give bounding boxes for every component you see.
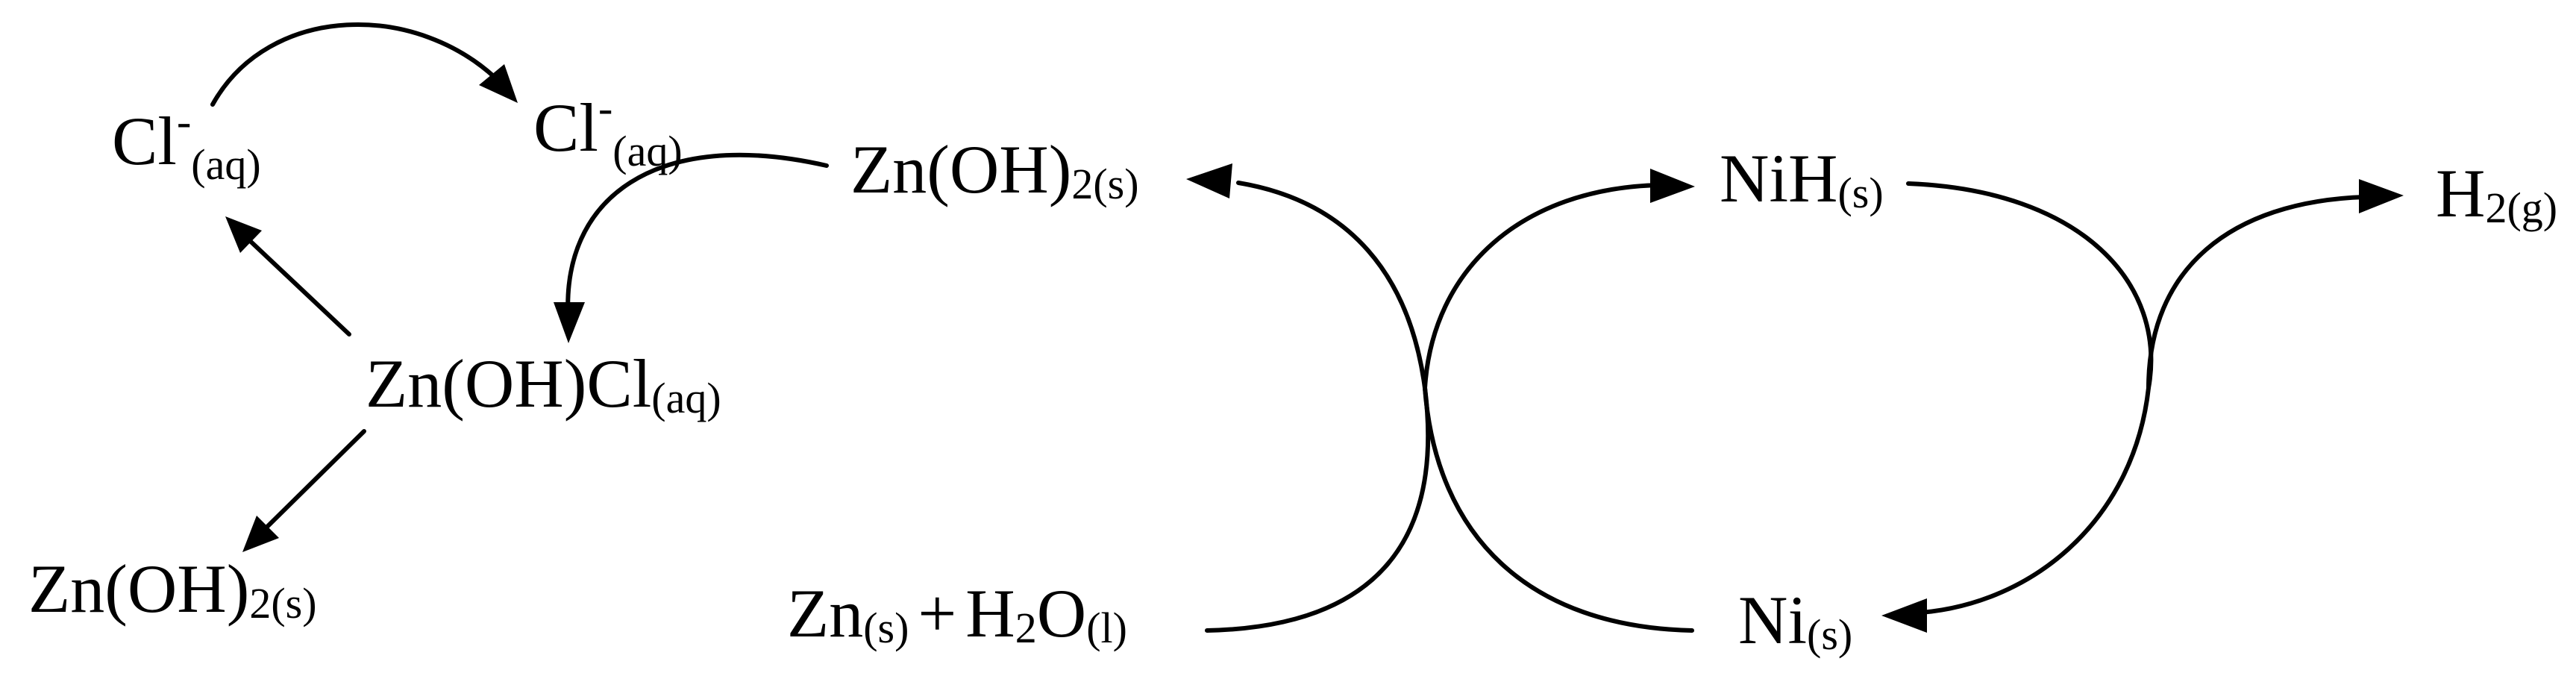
hydroxychloride-to-chloride-arrow: [244, 235, 351, 337]
chloride-left-label: Cl-(aq): [112, 97, 261, 189]
zinc-oxidation-arc: [1205, 181, 1431, 633]
hydroxychloride-to-zinc-hydroxide-arrow: [260, 429, 366, 533]
chloride-transfer-arrowhead: [479, 64, 518, 103]
hydrogen-release-arc: [2146, 195, 2367, 390]
hydroxychloride-to-chloride-arrowhead: [225, 216, 262, 253]
zinc-hydroxide-top-label: Zn(OH)2(s): [850, 131, 1139, 208]
nickel-hydride-formation-arc: [1423, 183, 1662, 390]
nickel-hydride-decomposition-arrowhead: [1881, 598, 1927, 633]
hydrogen-release-arrowhead: [2359, 179, 2404, 213]
chloride-transfer-arrow: [210, 22, 504, 107]
nickel-hydride-label: NiH(s): [1720, 140, 1884, 217]
zinc-hydroxychloride-label: Zn(OH)Cl(aq): [366, 345, 721, 422]
nickel-return-arc: [1423, 386, 1694, 633]
nickel-hydride-decomposition-arc: [1906, 181, 2154, 616]
zinc-hydroxide-to-hydroxychloride-arrow: [565, 152, 829, 323]
hydrogen-gas-label: H2(g): [2436, 155, 2557, 232]
nickel-hydride-formation-arrowhead: [1650, 169, 1695, 203]
zinc-hydroxide-to-hydroxychloride-arrowhead: [554, 302, 585, 343]
zinc-hydroxide-bottom-label: Zn(OH)2(s): [28, 551, 317, 628]
zinc-oxidation-arrowhead: [1186, 163, 1232, 198]
hydroxychloride-to-zinc-hydroxide-arrowhead: [242, 516, 279, 552]
chloride-right-label: Cl-(aq): [533, 84, 683, 175]
zinc-water-reactants-label: Zn(s)+H2O(l): [787, 575, 1127, 652]
nickel-label: Ni(s): [1738, 582, 1852, 659]
